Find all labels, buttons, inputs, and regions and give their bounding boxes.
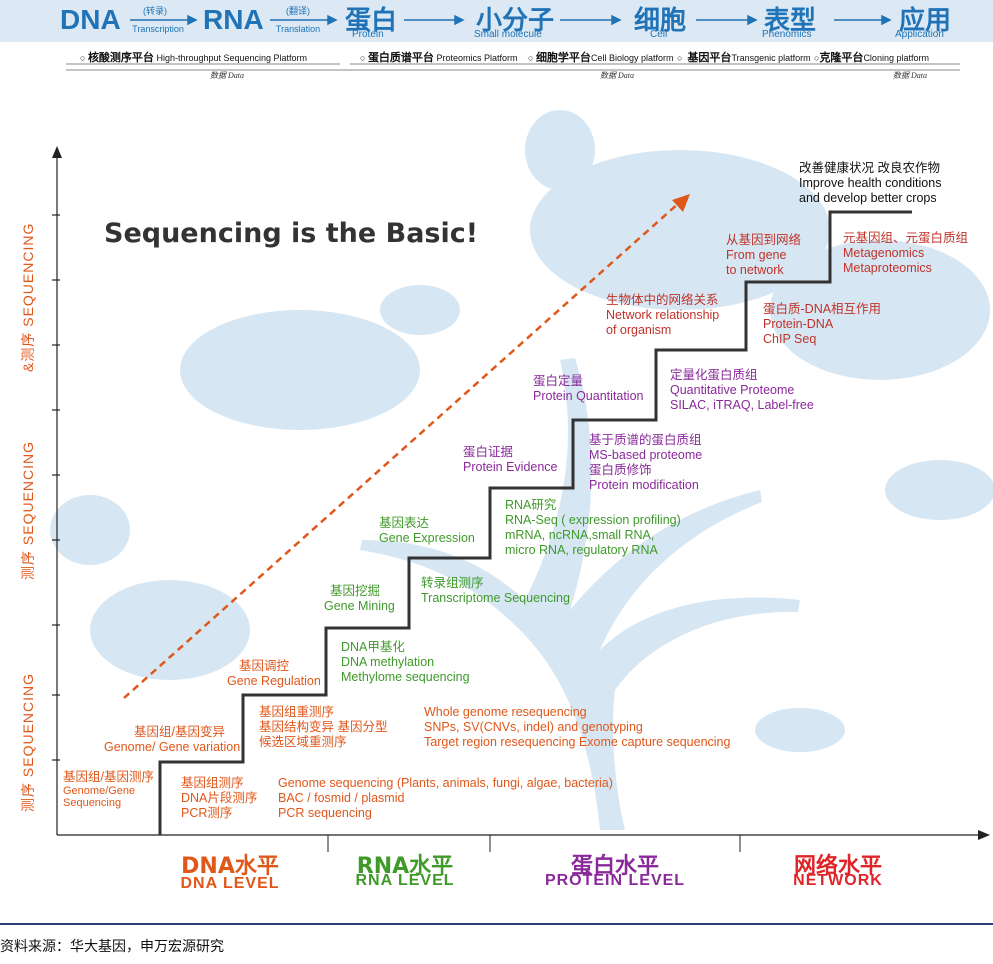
flow-dna: DNA <box>60 4 121 35</box>
data-label-3: 数据 Data <box>893 71 927 80</box>
tree-of-life-illustration <box>50 110 993 830</box>
flow-pheno-cn: 表型 <box>764 5 817 35</box>
flow-molecule-cn: 小分子 <box>476 5 555 35</box>
data-label-2: 数据 Data <box>600 71 634 80</box>
level-rna-en: RNA LEVEL <box>355 872 455 889</box>
y-axis-label-top: &测序 SEQUENCING <box>20 222 36 372</box>
flow-cell-cn: 细胞 <box>634 5 687 35</box>
trend-arrowhead <box>672 194 690 212</box>
level-network-en: NETWORK <box>793 872 883 889</box>
staircase-diagram <box>52 146 990 852</box>
flow-transcription-en: Transcription <box>132 24 184 34</box>
flow-arrows <box>130 14 892 26</box>
flow-cell-en: Cell <box>650 29 668 40</box>
detail-dna-en: Genome sequencing (Plants, animals, fung… <box>278 776 613 820</box>
flow-banner: DNA (转录) Transcription RNA (翻译) Translat… <box>0 0 993 42</box>
level-rna-cn: RNA水平 <box>356 854 454 879</box>
y-ticks <box>52 214 60 761</box>
level-dna-en: DNA LEVEL <box>180 875 280 892</box>
headline: Sequencing is the Basic! <box>104 218 479 249</box>
flow-app-en: Application <box>895 29 944 40</box>
flow-molecule-en: Small molecule <box>474 29 542 40</box>
y-axis-label-bottom: 测序 SEQUENCING <box>20 672 36 812</box>
source-note: 资料来源：华大基因，申万宏源研究 <box>0 939 224 955</box>
platform-sequencing: ○ 核酸测序平台 High-throughput Sequencing Plat… <box>80 52 308 64</box>
platform-cloning: ○克隆平台Cloning platform <box>814 52 929 64</box>
flow-translation-en: Translation <box>275 24 321 34</box>
data-label-1: 数据 Data <box>210 71 244 80</box>
flow-pheno-en: Phenomics <box>762 29 812 40</box>
flow-protein-en: Protein <box>352 29 384 40</box>
x-separators <box>327 835 741 852</box>
level-protein-en: PROTEIN LEVEL <box>544 872 686 889</box>
y-axis-arrowhead <box>52 146 62 158</box>
flow-rna: RNA <box>203 4 264 35</box>
x-axis-arrowhead <box>978 830 990 840</box>
level-protein-cn: 蛋白水平 <box>570 854 659 879</box>
flow-translation-cn: (翻译) <box>286 6 310 16</box>
flow-transcription-cn: (转录) <box>143 6 167 16</box>
flow-protein-cn: 蛋白 <box>345 5 398 35</box>
level-dna-cn: DNA水平 <box>181 854 279 879</box>
staircase-line <box>158 210 912 835</box>
flow-app-cn: 应用 <box>899 5 952 35</box>
platform-brackets <box>66 63 960 71</box>
platform-transgenic: ○ 基因平台Transgenic platform <box>677 52 811 64</box>
level-network-cn: 网络水平 <box>793 854 882 879</box>
y-axis-label-middle: 测序 SEQUENCING <box>20 440 36 580</box>
platform-cell-biology: ○ 细胞学平台Cell Biology platform <box>528 52 674 64</box>
detail-variation-cn: 基因组重测序基因结构变异 基因分型候选区域重测序 <box>259 705 388 749</box>
platform-proteomics: ○ 蛋白质谱平台 Proteomics Platform <box>360 52 518 64</box>
bottom-rule <box>0 923 993 925</box>
trend-arrow <box>123 201 681 699</box>
